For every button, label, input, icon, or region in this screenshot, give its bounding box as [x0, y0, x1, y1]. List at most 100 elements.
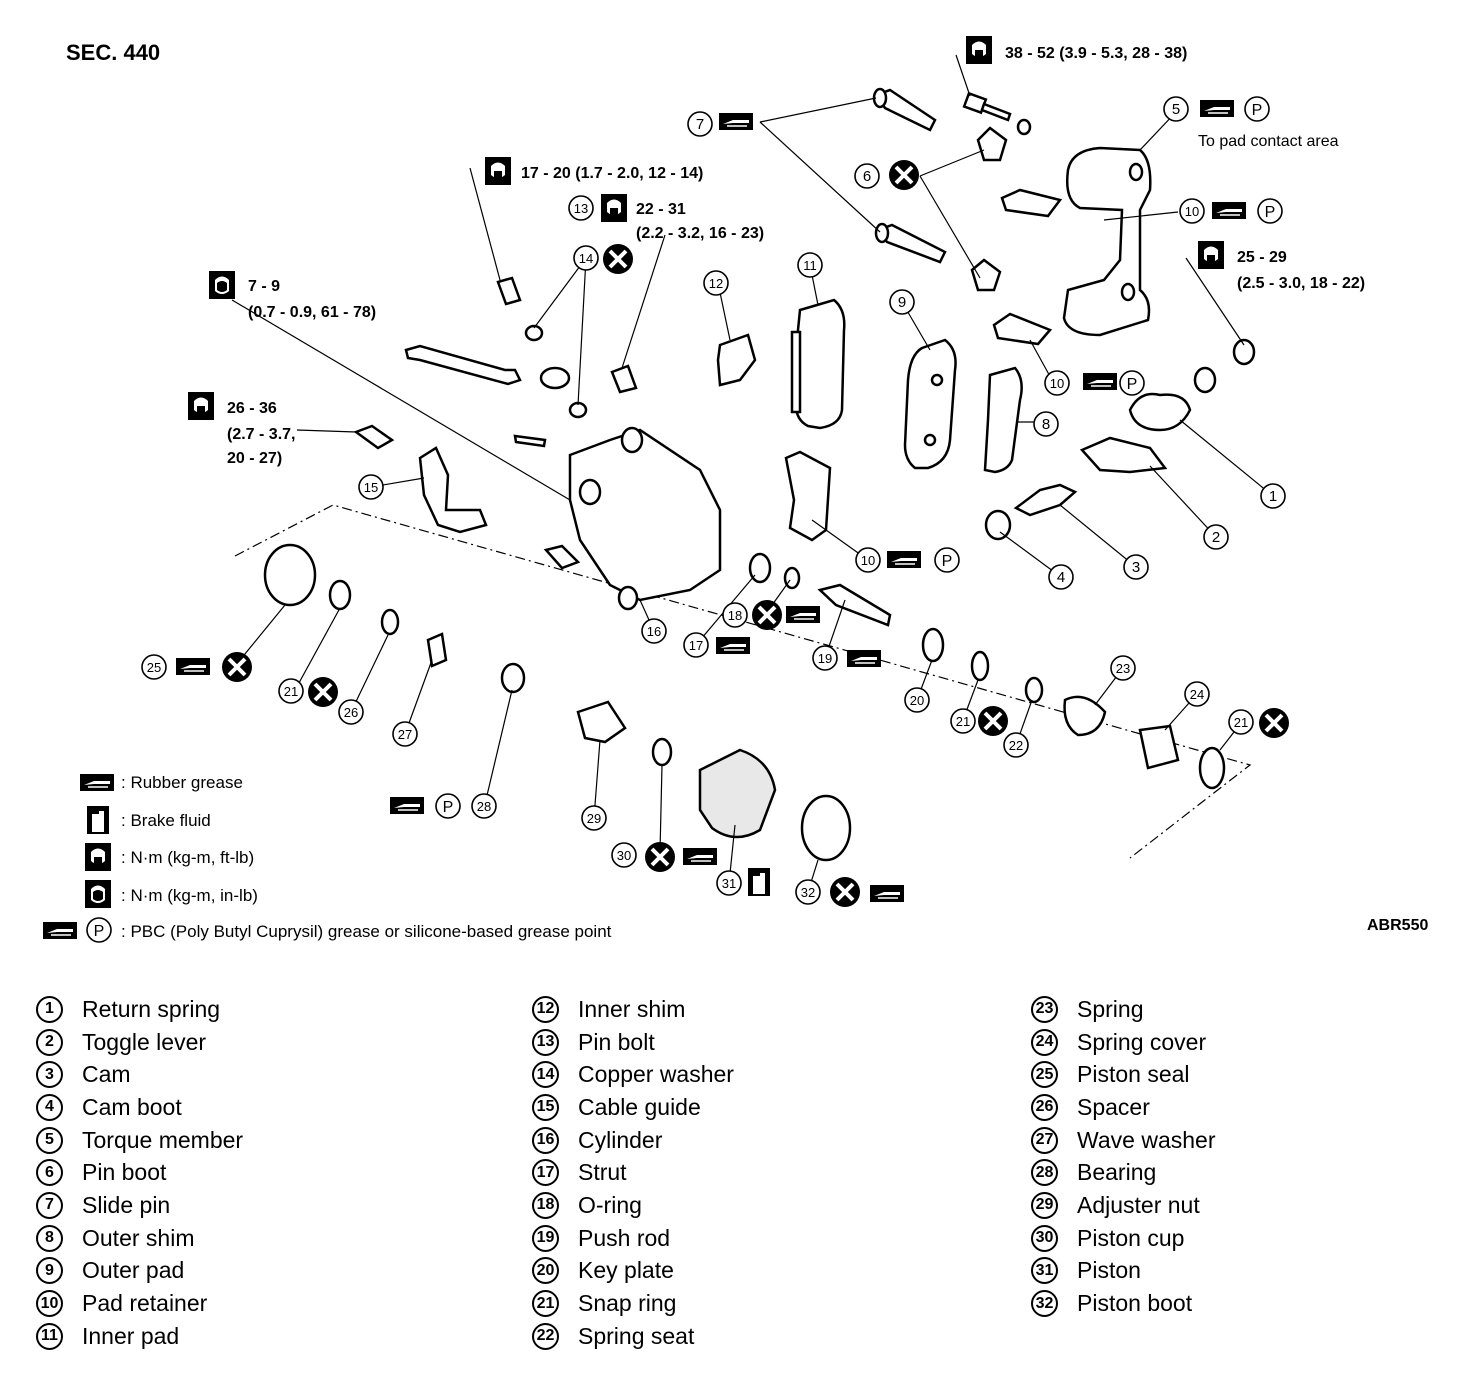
callout-21: 21: [278, 678, 304, 704]
brake-hose-shape: [404, 344, 571, 390]
legend-pbc-grease: : PBC (Poly Butyl Cuprysil) grease or si…: [121, 922, 612, 941]
callout-6: 6: [854, 163, 880, 189]
callout-2: 2: [1203, 524, 1229, 550]
outer-pad-shape: [903, 338, 957, 470]
svg-text:25: 25: [147, 660, 161, 675]
svg-text:14: 14: [579, 251, 593, 266]
svg-text:20: 20: [910, 693, 924, 708]
svg-text:9: 9: [898, 294, 906, 311]
replace-marks: [222, 160, 1289, 907]
callout-11: 11: [797, 252, 823, 278]
callout-19: 19: [812, 645, 838, 671]
callout-18: 18: [722, 602, 748, 628]
callout-10: 10: [1179, 198, 1205, 224]
svg-text:27: 27: [398, 727, 412, 742]
section-label: SEC. 440: [66, 40, 160, 65]
torque-inlb-icon: [85, 880, 111, 908]
svg-text:P: P: [1265, 204, 1276, 221]
part-name: Piston seal: [1077, 1061, 1190, 1088]
part-number-badge: 24: [1031, 1028, 1058, 1056]
part-number-badge: 23: [1031, 995, 1058, 1023]
torque-spec-22b: (2.2 - 3.2, 16 - 23): [636, 225, 764, 242]
part-number-badge: 9: [36, 1257, 63, 1285]
torque-ftlb-icon: [966, 36, 992, 64]
part-name: Outer shim: [82, 1224, 195, 1251]
torque-spec-25a: 25 - 29: [1237, 249, 1287, 266]
pad-retainer-shape: [784, 450, 832, 542]
svg-text:26: 26: [344, 705, 358, 720]
parts-list-item: 28 Bearing: [1031, 1156, 1215, 1189]
svg-text:21: 21: [284, 684, 298, 699]
part-number-badge: 15: [532, 1093, 559, 1121]
svg-text:30: 30: [617, 848, 631, 863]
part-number-badge: 19: [532, 1224, 559, 1252]
part-number-badge: 14: [532, 1061, 559, 1089]
legend-torque-ftlb: : N·m (kg-m, ft-lb): [121, 848, 254, 867]
callout-1: 1: [1260, 483, 1286, 509]
part-number-badge: 4: [36, 1093, 63, 1121]
inner-pad-shape: [790, 298, 846, 430]
svg-text:8: 8: [1042, 416, 1050, 433]
svg-text:22: 22: [1009, 738, 1023, 753]
piston-assembly-boundary: [234, 504, 1252, 859]
piston-assembly-shapes: [263, 543, 1226, 862]
part-number-badge: 32: [1031, 1290, 1058, 1318]
part-number-badge: 6: [36, 1159, 63, 1187]
brake-fluid-icon: [748, 868, 770, 896]
symbol-legend: : Rubber grease : Brake fluid : N·m (kg-…: [42, 773, 612, 943]
callout-10: 10: [855, 547, 881, 573]
callout-17: 17: [683, 632, 709, 658]
part-name: Inner pad: [82, 1322, 180, 1349]
part-number-badge: 29: [1031, 1191, 1058, 1219]
part-number-badge: 3: [36, 1061, 63, 1089]
part-number-badge: 16: [532, 1126, 559, 1154]
callout-30: 30: [611, 842, 637, 868]
torque-spec-38: 38 - 52 (3.9 - 5.3, 28 - 38): [1005, 45, 1187, 62]
pbc-grease-icon: [42, 921, 78, 940]
part-name: Bearing: [1077, 1159, 1157, 1186]
part-number-badge: 28: [1031, 1159, 1058, 1187]
slide-pin-shape: [872, 87, 947, 264]
svg-text:10: 10: [1185, 204, 1199, 219]
svg-text:4: 4: [1057, 569, 1065, 586]
torque-spec-26c: 20 - 27): [227, 450, 282, 467]
part-number-badge: 12: [532, 995, 559, 1023]
part-name: Snap ring: [578, 1290, 677, 1317]
svg-text:1: 1: [1269, 488, 1277, 505]
part-number-badge: 30: [1031, 1224, 1058, 1252]
svg-text:21: 21: [956, 714, 970, 729]
callout-7: 7: [687, 111, 713, 137]
part-number-badge: 7: [36, 1191, 63, 1219]
part-name: Spring: [1077, 995, 1144, 1022]
svg-text:29: 29: [587, 811, 601, 826]
pin-boot-shape: [970, 126, 1008, 292]
callout-13: 13: [568, 195, 594, 221]
svg-text:21: 21: [1234, 715, 1248, 730]
svg-text:18: 18: [728, 608, 742, 623]
callout-26: 26: [338, 699, 364, 725]
torque-spec-17: 17 - 20 (1.7 - 2.0, 12 - 14): [521, 165, 703, 182]
svg-text:28: 28: [477, 799, 491, 814]
svg-text:P: P: [1127, 376, 1138, 393]
part-number-badge: 5: [36, 1126, 63, 1154]
svg-text:3: 3: [1132, 559, 1140, 576]
part-name: Pin boot: [82, 1159, 167, 1186]
svg-text:10: 10: [861, 553, 875, 568]
svg-text:6: 6: [863, 168, 871, 185]
part-number-badge: 22: [532, 1322, 559, 1350]
